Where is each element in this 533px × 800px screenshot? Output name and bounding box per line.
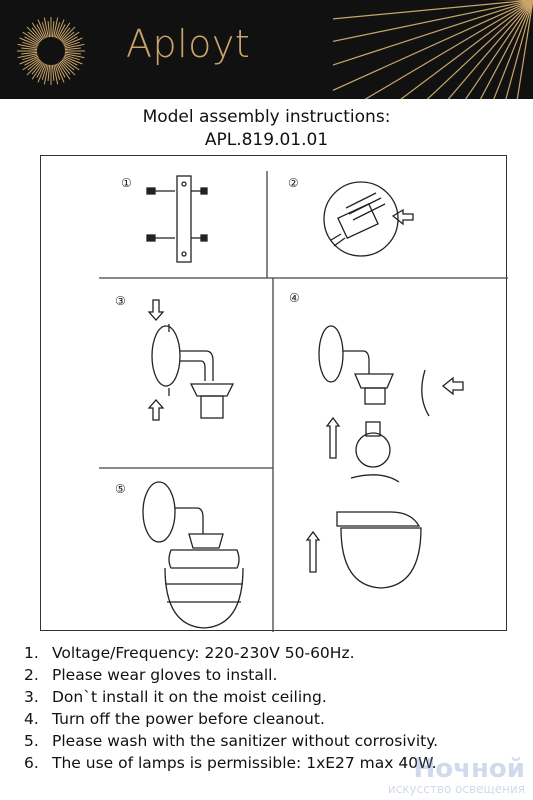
header-banner: Aployt bbox=[0, 0, 533, 99]
step-label-1: ① bbox=[121, 176, 132, 190]
page-title: Model assembly instructions: bbox=[142, 107, 391, 127]
globe-install-icon bbox=[305, 325, 464, 589]
step-label-3: ③ bbox=[115, 294, 126, 308]
sun-logo-icon bbox=[17, 17, 85, 85]
step-label-4: ④ bbox=[289, 291, 300, 305]
watermark: Ночной искусство освещения bbox=[387, 754, 525, 796]
mounting-bracket-icon bbox=[146, 175, 208, 263]
step-label-5: ⑤ bbox=[115, 482, 126, 496]
assembly-diagram: ① ② ③ ④ ⑤ bbox=[40, 155, 508, 632]
list-item: 3.Don`t install it on the moist ceiling. bbox=[24, 688, 327, 706]
list-item: 2.Please wear gloves to install. bbox=[24, 666, 278, 684]
list-item: 6.The use of lamps is permissible: 1xE27… bbox=[24, 754, 437, 772]
instructions-list: 1.Voltage/Frequency: 220-230V 50-60Hz. 2… bbox=[24, 642, 438, 774]
decorative-rays-icon bbox=[333, 0, 533, 99]
wall-arm-socket-icon bbox=[147, 299, 235, 421]
list-item: 5.Please wash with the sanitizer without… bbox=[24, 732, 439, 750]
brand-logo: Aployt bbox=[126, 22, 251, 66]
list-item: 1.Voltage/Frequency: 220-230V 50-60Hz. bbox=[24, 644, 355, 662]
model-number: APL.819.01.01 bbox=[204, 130, 329, 150]
list-item: 4.Turn off the power before cleanout. bbox=[24, 710, 325, 728]
step-label-2: ② bbox=[288, 176, 299, 190]
wiring-terminal-icon bbox=[323, 181, 414, 257]
assembled-lamp-icon bbox=[142, 481, 244, 629]
